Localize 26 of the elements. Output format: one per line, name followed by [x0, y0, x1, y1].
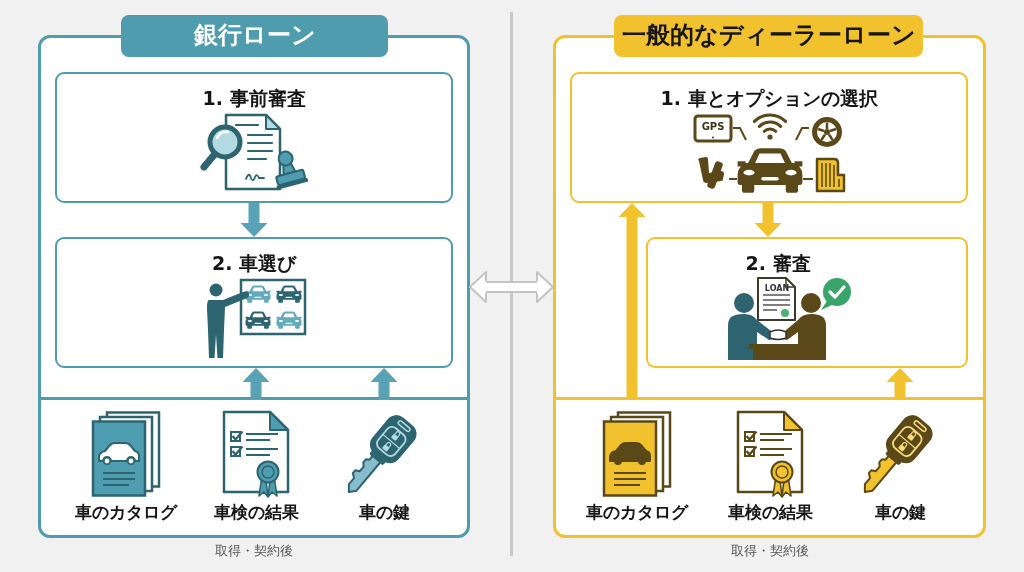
arrow [242, 368, 270, 400]
item-label: 車のカタログ [75, 503, 177, 523]
step-box [570, 72, 968, 203]
step-box [55, 237, 453, 368]
arrow [240, 203, 268, 237]
heading-tab: 銀行ローン [121, 15, 388, 57]
step-title: 2. 車選び [211, 253, 297, 275]
document-text: LOAN [764, 284, 790, 294]
step-title: 1. 車とオプションの選択 [660, 88, 878, 110]
item-label: 車のカタログ [586, 503, 688, 523]
item-label: 車の鍵 [358, 503, 410, 523]
step-box [55, 72, 453, 203]
step-title: 1. 事前審査 [202, 88, 306, 110]
arrow [370, 368, 398, 400]
step-box [646, 237, 968, 368]
step-title: 2. 審査 [745, 253, 811, 275]
item-label: 車検の結果 [213, 503, 299, 523]
item-label: 車の鍵 [874, 503, 926, 523]
arrow [886, 368, 914, 400]
item-label: 車検の結果 [727, 503, 813, 523]
screen-text: GPS [701, 121, 725, 133]
heading-tab: 一般的なディーラーローン [614, 15, 923, 57]
side-label: 取得・契約後 [731, 544, 809, 559]
arrow [754, 203, 782, 237]
arrow [618, 203, 646, 400]
side-label: 取得・契約後 [215, 544, 293, 559]
